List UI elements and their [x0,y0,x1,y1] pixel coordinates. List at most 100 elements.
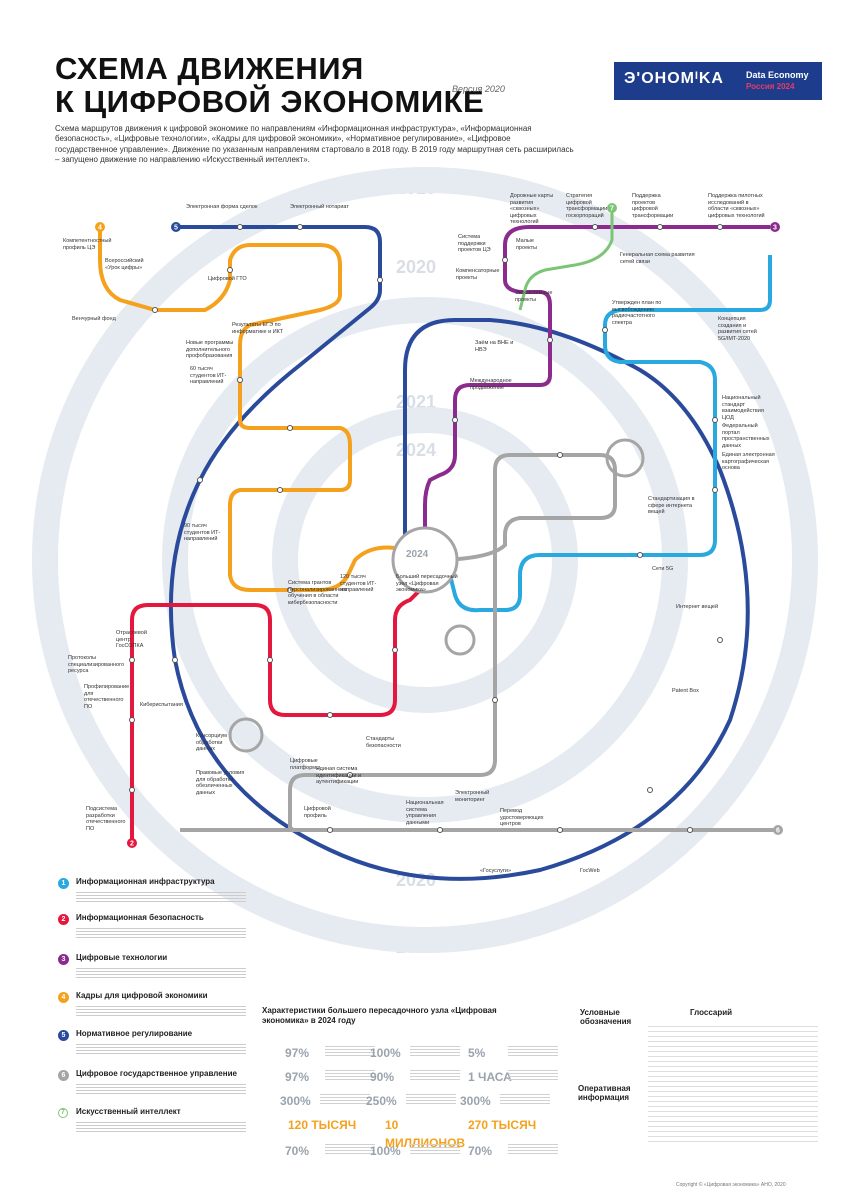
line-description [76,1122,246,1132]
station-label: Стратегия цифровой трансформации госкорп… [566,193,608,219]
stat-value: 270 ТЫСЯЧ [468,1118,537,1132]
terminal-label: 7 [610,206,614,213]
stat-value: 120 ТЫСЯЧ [288,1118,357,1132]
hub-ring [391,526,459,594]
stat-value: 250% [366,1094,397,1108]
station-label: Консорциум обработки данных [196,733,227,752]
stat-value: 100% [370,1144,401,1158]
stat-value: 5% [468,1046,486,1060]
stat: 70% [468,1142,558,1160]
station-label: Результаты ЕГЭ по информатике и ИКТ [232,322,284,335]
terminal-label: 4 [98,225,102,232]
line-2-security [130,564,427,840]
ops-title: Оперативная информация [578,1084,631,1102]
line-badge: 1 [58,878,69,889]
stat-value: 300% [280,1094,311,1108]
stat: 70% [285,1142,375,1160]
station-label: Единая система идентификации и аутентифи… [316,766,362,785]
line-4-personnel [98,227,396,592]
line-1-infrastructure [424,255,772,613]
station-label: Правовые условия для обработки обезличен… [196,770,245,796]
line-description [76,928,246,938]
line-5-regulatory [168,225,750,881]
terminal-7 [607,203,617,213]
stat: 270 ТЫСЯЧ [468,1116,558,1134]
stat: 300% [280,1092,370,1110]
version-label: Версия 2020 [452,84,505,94]
year-label: 2020 [396,257,437,277]
line-badge: 4 [58,992,69,1003]
glossary-title: Глоссарий [690,1008,733,1017]
hub-year: 2024 [406,549,429,560]
line-description [76,1084,246,1094]
line-description [76,892,246,902]
station-label: Новые программы дополнительного профобра… [186,340,234,359]
station-label: Цифровые платформы [290,758,321,771]
hub-label: Больший пересадочный узел «Цифровая экон… [396,574,458,593]
line-badge: 7 [58,1108,68,1118]
transfer-ring [444,624,476,656]
station-label: Заём на ВНЕ и НВЭ [475,340,514,353]
station-label: Национальная система управления данными [406,800,444,826]
station-label: Профилирование для отечественного ПО [84,684,130,710]
station-label: Компенсаторные проекты [456,268,500,281]
station-label: Международное продвижение [470,378,512,391]
terminal-2 [127,838,137,848]
line-description [76,968,246,978]
stat: 97% [285,1068,375,1086]
station-label: Национальный стандарт взаимодействия ЦОД [722,395,764,421]
stat-value: 70% [285,1144,310,1158]
station-label: Протоколы специализированного ресурса [68,655,125,674]
station-label: 90 тысяч студентов ИТ-направлений [184,523,221,542]
station-label: Электронная форма сделок [186,204,258,210]
station-label: Малые проекты [516,238,538,251]
line-badge: 3 [58,954,69,965]
station-label: Поддержка проектов цифровой трансформаци… [632,193,674,219]
stat-value: 97% [285,1046,310,1060]
stat-value: 300% [460,1094,491,1108]
terminal-label: 5 [174,225,178,232]
station-label: «Госуслуги» [480,868,512,874]
logo: ЭʹОНОМᴵKA Data Economy Россия 2024 [614,62,822,100]
line-badge: 5 [58,1030,69,1041]
station-label: Интернет вещей [676,604,719,610]
stat-value: 90% [370,1070,395,1084]
logo-sub2: Россия 2024 [746,82,795,91]
terminal-label: 2 [130,841,134,848]
line-name: Кадры для цифровой экономики [76,991,208,1000]
terminal-label: 3 [773,225,777,232]
station-label: 120 тысяч студентов ИТ-направлений [340,574,377,593]
line-description [76,1006,246,1016]
station-label: Концепция создания и развития сетей 5G/I… [718,316,757,342]
line-name: Цифровое государственное управление [76,1069,237,1078]
title-line-1: СХЕМА ДВИЖЕНИЯ [55,51,364,86]
station-label: Генеральная схема развития сетей связи [620,252,695,265]
station-label: Отраслевой центр ГосСОПКА [116,630,147,649]
transfer-ring [228,717,264,753]
stat-value: 100% [370,1046,401,1060]
station-label: Цифровой профиль [304,806,331,819]
logo-word: ЭʹОНОМᴵKA [624,70,724,87]
line-3-technologies [423,225,770,545]
stat: 1 ЧАСА [468,1068,558,1086]
line-name: Нормативное регулирование [76,1029,193,1038]
station-label: Система поддержки проектов ЦЭ [458,234,491,253]
stat-value: 70% [468,1144,493,1158]
station-label: ГосWeb [580,868,600,874]
stats-title: Характеристики большего пересадочного уз… [262,1006,497,1025]
station-label: Перевод удостоверяющих центров [500,808,544,827]
stat: 250% [366,1092,456,1110]
station-label: Электронный мониторинг [455,790,490,803]
terminal-4 [95,222,105,232]
stat-value: 97% [285,1070,310,1084]
station-label: 60 тысяч студентов ИТ-направлений [190,366,227,385]
station-label: Поддержка пилотных исследований в област… [708,193,765,219]
footer: Copyright © «Цифровая экономика» АНО, 20… [676,1182,786,1188]
page-title: СХЕМА ДВИЖЕНИЯ К ЦИФРОВОЙ ЭКОНОМИКЕ [55,52,484,118]
line-description [76,1044,246,1054]
line-7-ai [518,208,614,311]
station-label: Дорожные карты развития «сквозных» цифро… [510,193,554,225]
stat: 120 ТЫСЯЧ [288,1116,378,1134]
stat: 100% [370,1044,460,1062]
station-label: Федеральный портал пространственных данн… [722,423,770,449]
